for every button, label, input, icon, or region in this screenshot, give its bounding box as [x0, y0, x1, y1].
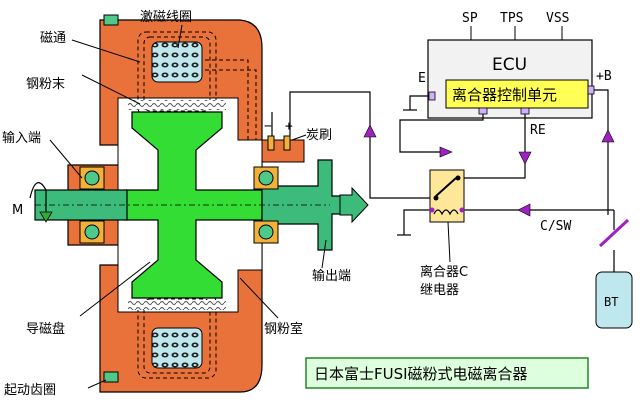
rotation-arrow-head — [39, 211, 53, 223]
external-wiring — [271, 89, 615, 272]
label-ecu: ECU — [492, 55, 527, 75]
steel-powder-bottom — [128, 300, 226, 310]
carbon-brush — [261, 135, 305, 163]
label-csw: C/SW — [540, 219, 571, 234]
label-carbon-brush: 炭刷 — [306, 128, 332, 143]
clutch-relay — [429, 169, 465, 223]
label-plus: + — [285, 119, 293, 134]
label-relay-line2: 继电器 — [420, 283, 459, 298]
battery — [595, 271, 633, 329]
label-caption: 日本富士FUSI磁粉式电磁离合器 — [314, 365, 528, 383]
bearings — [79, 166, 279, 244]
label-tps: TPS — [500, 11, 523, 26]
coil-wiring — [205, 59, 257, 140]
label-bt: BT — [604, 295, 618, 309]
excitation-coil-bottom — [151, 327, 203, 369]
label-ecu-plus-b: +B — [596, 69, 612, 84]
start-gear-top — [103, 14, 119, 26]
signal-direction-markers — [363, 124, 615, 217]
label-start-gear: 起动齿圈 — [4, 383, 56, 398]
start-gear-bottom — [103, 371, 119, 383]
label-vss: VSS — [546, 11, 569, 26]
label-magnetic-flux: 磁通 — [40, 31, 66, 46]
label-clutch-control-unit: 离合器控制单元 — [452, 86, 557, 104]
rotation-arrow — [29, 182, 47, 215]
label-relay-line1: 离合器C — [420, 264, 468, 280]
sensor-lines — [470, 26, 563, 40]
label-steel-powder: 钢粉末 — [26, 77, 65, 92]
label-re: RE — [530, 123, 546, 138]
csw-switch — [598, 218, 630, 248]
steel-powder-top — [128, 100, 226, 110]
label-minus: − — [264, 119, 272, 134]
clutch-control-unit-box — [445, 79, 589, 109]
caption-box — [305, 357, 589, 389]
label-ecu-e: E — [418, 71, 426, 86]
ecu-terminals — [428, 85, 595, 115]
label-steel-powder-chamber: 钢粉室 — [264, 321, 303, 337]
leader-lines — [49, 24, 451, 389]
label-output-end: 输出端 — [312, 268, 351, 284]
label-sp: SP — [462, 11, 478, 26]
label-magnetic-disc: 导磁盘 — [26, 321, 65, 337]
label-excitation-coil: 激磁线圈 — [140, 10, 192, 25]
label-input-end: 输入端 — [2, 130, 41, 146]
label-m: M — [12, 203, 23, 218]
excitation-coil-top — [151, 41, 203, 83]
